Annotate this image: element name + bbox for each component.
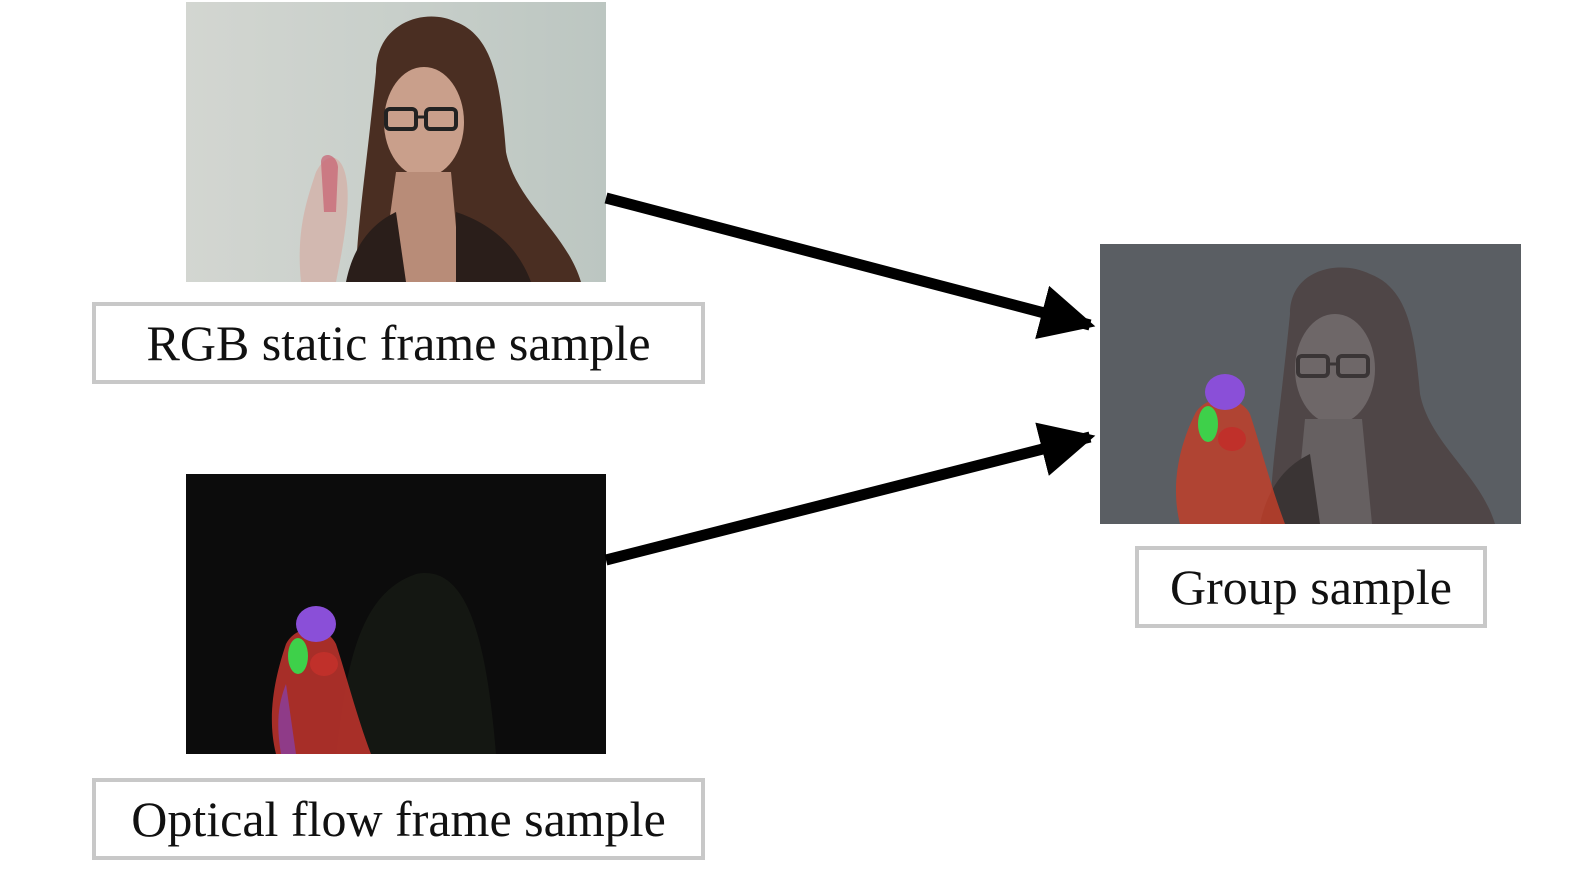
optical-flow-frame-label-text: Optical flow frame sample: [131, 791, 666, 847]
arrow-flow-to-group: [604, 422, 1096, 566]
rgb-frame-label-text: RGB static frame sample: [146, 315, 651, 371]
group-sample-image: [1100, 244, 1521, 524]
group-sample-label-text: Group sample: [1170, 559, 1452, 615]
rgb-frame-label: RGB static frame sample: [92, 302, 705, 384]
group-sample-label: Group sample: [1135, 546, 1487, 628]
optical-flow-frame-label: Optical flow frame sample: [92, 778, 705, 860]
rgb-frame-image: [186, 2, 606, 282]
optical-flow-frame-image: [186, 474, 606, 754]
